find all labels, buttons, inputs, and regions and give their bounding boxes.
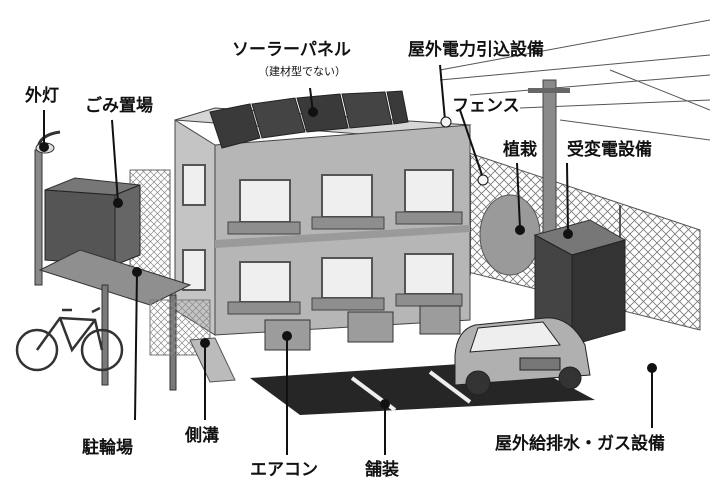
bicycle-parking-label: 駐輪場 — [82, 438, 133, 458]
power-service-label: 屋外電力引込設備 — [408, 40, 544, 60]
bicycle-graphic — [15, 306, 124, 372]
fence-label: フェンス — [452, 96, 520, 116]
bicycle-shelter — [38, 249, 211, 391]
apartment-building — [174, 107, 472, 336]
substation-label: 受変電設備 — [567, 140, 652, 160]
ac-units — [264, 305, 461, 351]
leader-lines — [43, 64, 653, 455]
planting-shrub — [479, 194, 541, 276]
solar-panels — [209, 90, 409, 149]
garbage-enclosure — [44, 177, 141, 266]
solar-panel-label: ソーラーパネル — [232, 40, 351, 60]
gutter-label: 側溝 — [185, 426, 219, 446]
gutter-graphic — [189, 337, 236, 383]
substation-cabinet — [533, 219, 627, 346]
air-conditioner-label: エアコン — [250, 460, 318, 480]
garbage-area-label: ごみ置場 — [85, 96, 153, 116]
outdoor-plumbing-gas-label: 屋外給排水・ガス設備 — [495, 434, 665, 454]
solar-panel-note: （建材型でない） — [258, 65, 346, 78]
paving-label: 舗装 — [365, 460, 399, 480]
planting-label: 植栽 — [503, 140, 537, 160]
car-graphic — [454, 317, 591, 396]
outdoor-light-label: 外灯 — [25, 86, 59, 106]
leader-dots — [39, 107, 657, 409]
power-lines — [439, 19, 710, 141]
